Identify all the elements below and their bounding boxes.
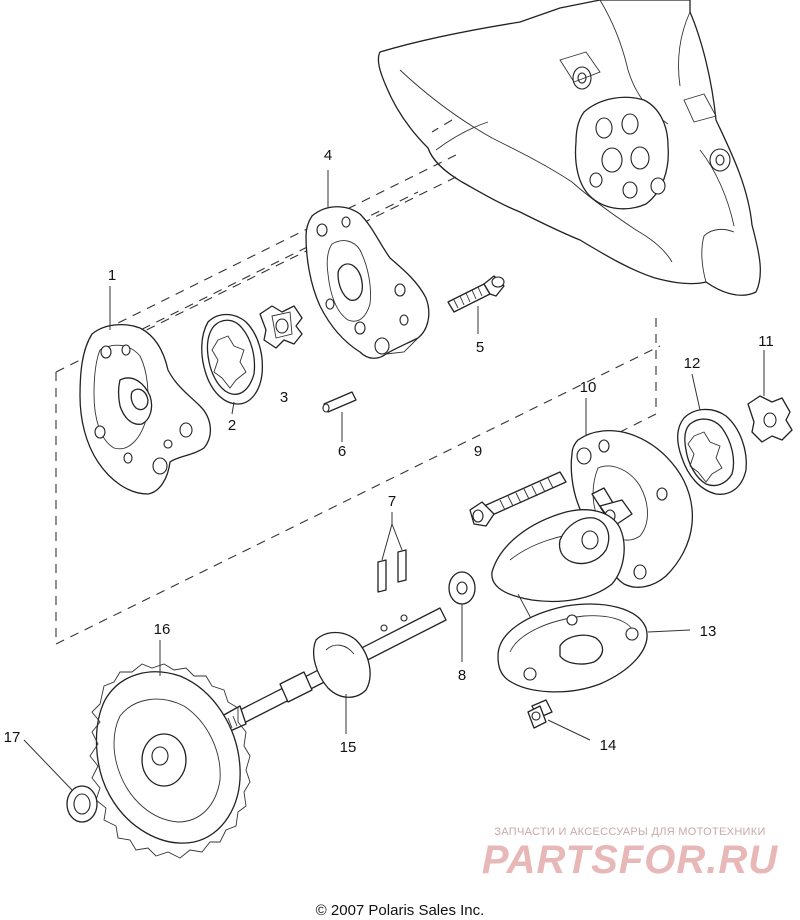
callout-10: 10 xyxy=(580,379,597,396)
watermark-caption: ЗАПЧАСТИ И АКСЕССУАРЫ ДЛЯ МОТОТЕХНИКИ xyxy=(494,826,766,838)
part-8-washer xyxy=(448,571,476,605)
crankcase-housing xyxy=(377,0,761,296)
part-4-pump-cover xyxy=(305,206,430,359)
callout-8: 8 xyxy=(458,667,466,684)
part-5-bolt xyxy=(447,275,505,313)
callout-labels: 1 2 3 4 5 6 7 8 9 10 12 11 13 14 15 16 1… xyxy=(4,147,774,756)
callout-3: 3 xyxy=(280,389,288,406)
part-16-drive-gear xyxy=(89,663,251,859)
oil-strainer-body xyxy=(491,509,625,625)
copyright-notice: © 2007 Polaris Sales Inc. xyxy=(315,902,485,919)
part-13-strainer-screen xyxy=(497,603,648,693)
part-15-pump-shaft xyxy=(221,607,447,733)
callout-11: 11 xyxy=(758,333,774,350)
callout-15: 15 xyxy=(340,739,357,756)
callout-16: 16 xyxy=(154,621,171,638)
callout-11-12: 12 xyxy=(684,355,701,372)
part-11-inner-rotor xyxy=(747,395,793,443)
part-14-screw xyxy=(527,699,553,729)
part-6-dowel-pin xyxy=(322,391,357,413)
part-17-snap-ring xyxy=(66,785,98,823)
part-7-pins xyxy=(377,549,407,593)
callout-7: 7 xyxy=(388,493,396,510)
callout-2: 2 xyxy=(228,417,236,434)
callout-13: 13 xyxy=(700,623,717,640)
callout-6: 6 xyxy=(338,443,346,460)
callout-14: 14 xyxy=(600,737,617,754)
watermark-logo: PARTSFOR.RU xyxy=(481,838,779,882)
part-1-pump-body xyxy=(79,323,211,495)
callout-9: 9 xyxy=(474,443,482,460)
callout-5: 5 xyxy=(476,339,484,356)
callout-1: 1 xyxy=(108,267,116,284)
leader-lines xyxy=(23,170,765,791)
part-3-inner-rotor xyxy=(259,305,303,349)
part-9-long-bolt xyxy=(469,471,567,527)
part-12-outer-rotor xyxy=(677,408,747,495)
callout-17: 17 xyxy=(4,729,21,746)
part-2-outer-rotor xyxy=(201,313,264,405)
callout-4: 4 xyxy=(324,147,332,164)
